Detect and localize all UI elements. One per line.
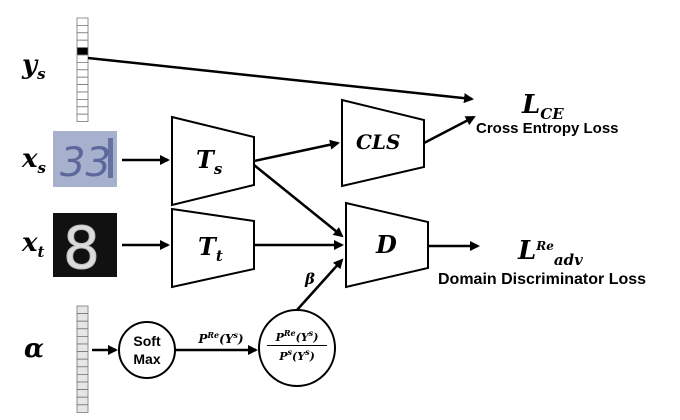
label-xt-main: x xyxy=(22,228,38,258)
arrow-ys-to-lce xyxy=(87,56,474,104)
connection-arrows xyxy=(87,56,480,355)
alpha-cell xyxy=(76,389,89,398)
arrow-ratio-to-d xyxy=(296,258,344,311)
arrow-cls-to-lce xyxy=(423,115,476,145)
alpha-cell xyxy=(76,373,89,383)
alpha-cell xyxy=(76,335,89,345)
svg-text:33: 33 xyxy=(60,140,111,186)
one-hot-cell xyxy=(76,113,89,122)
label-d: D xyxy=(376,230,397,259)
arrow-ts-to-d xyxy=(253,164,344,238)
softmax-line1: Soft xyxy=(133,333,161,349)
prob-label-arg: (Y xyxy=(219,332,234,346)
prob-label: PRe(Ys) xyxy=(186,330,256,346)
label-tt-sub: t xyxy=(215,247,223,265)
alpha-vector xyxy=(76,305,89,413)
label-ts: Ts xyxy=(196,148,222,177)
label-ladv-sup: Re xyxy=(536,239,554,253)
domain-discriminator-caption: Domain Discriminator Loss xyxy=(438,271,647,288)
one-hot-cell xyxy=(76,99,89,108)
one-hot-cell xyxy=(76,62,89,71)
prob-label-argsup: s xyxy=(233,330,238,340)
alpha-cell xyxy=(76,358,89,368)
one-hot-cell xyxy=(76,39,89,49)
alpha-cell xyxy=(76,320,89,330)
label-xs-main: x xyxy=(22,144,38,174)
alpha-cell xyxy=(76,328,89,337)
target-encoder-tt xyxy=(171,207,255,289)
prob-label-sup: Re xyxy=(207,330,220,340)
softmax-label: Soft Max xyxy=(119,332,175,368)
alpha-cell xyxy=(76,351,89,360)
beta-label: β xyxy=(305,270,315,288)
one-hot-cell xyxy=(76,69,89,78)
discriminator-d xyxy=(345,201,429,289)
one-hot-cell xyxy=(76,24,89,34)
alpha-cell xyxy=(76,396,89,406)
one-hot-cell xyxy=(76,91,89,100)
one-hot-cell xyxy=(76,54,89,63)
alpha-cell xyxy=(76,343,89,352)
cross-entropy-caption: Cross Entropy Loss xyxy=(476,120,619,137)
alpha-cell xyxy=(76,404,89,413)
arrow-ts-to-cls xyxy=(253,139,340,163)
ratio-fraction: PRe(Ys) Ps(Ys) xyxy=(267,328,327,363)
label-ladv: LReadv xyxy=(518,238,583,268)
alpha-cell xyxy=(76,381,89,390)
alpha-cell xyxy=(76,366,89,375)
label-ys-main: y xyxy=(22,50,38,80)
classifier-cls xyxy=(341,98,425,188)
prob-label-close: ) xyxy=(237,332,244,346)
label-ladv-main: L xyxy=(518,236,537,266)
target-digit-image: 8 xyxy=(53,213,117,283)
ratio-numerator: PRe(Ys) xyxy=(267,328,327,346)
label-tt-main: T xyxy=(198,232,216,261)
svg-text:8: 8 xyxy=(63,214,100,282)
prob-label-p: P xyxy=(198,332,208,346)
ratio-denominator: Ps(Ys) xyxy=(279,347,315,363)
label-tt: Tt xyxy=(198,235,223,264)
one-hot-cell xyxy=(76,47,89,56)
label-lce-main: L xyxy=(522,90,541,120)
alpha-cell xyxy=(76,305,89,314)
label-ts-sub: s xyxy=(213,160,223,178)
label-xs-sub: s xyxy=(37,159,46,177)
one-hot-cell xyxy=(76,17,89,26)
one-hot-cell xyxy=(76,106,89,115)
label-xs: xs xyxy=(22,146,46,176)
label-ts-main: T xyxy=(196,145,214,174)
label-cls: CLS xyxy=(356,130,401,154)
source-encoder-ts xyxy=(171,115,255,207)
alpha-cell xyxy=(76,313,89,322)
label-ys: ys xyxy=(22,52,46,82)
softmax-line2: Max xyxy=(133,351,161,367)
label-ys-sub: s xyxy=(37,65,46,83)
label-alpha: α xyxy=(24,334,45,364)
one-hot-cell xyxy=(76,32,89,41)
label-xt-sub: t xyxy=(37,243,45,261)
label-xt: xt xyxy=(22,230,44,260)
source-digit-image: 33 xyxy=(53,131,117,187)
label-lce-sub: CE xyxy=(540,105,564,123)
label-ladv-sub: adv xyxy=(553,251,583,269)
one-hot-cell xyxy=(76,84,89,93)
one-hot-label-vector xyxy=(76,17,89,122)
label-lce: LCE xyxy=(522,92,564,122)
one-hot-cell xyxy=(76,76,89,85)
